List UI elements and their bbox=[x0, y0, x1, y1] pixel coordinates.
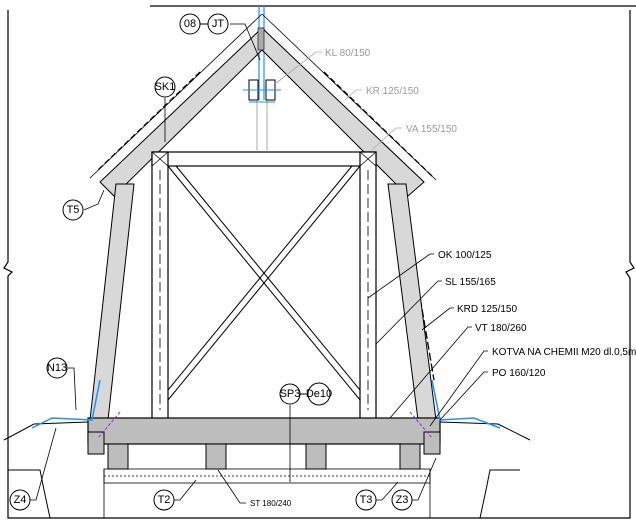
leader-lines bbox=[30, 23, 488, 504]
ridge-purlins bbox=[243, 79, 281, 103]
label-va: VA 155/150 bbox=[406, 124, 457, 135]
base-beam bbox=[87, 417, 441, 445]
label-kr: KR 125/150 bbox=[366, 86, 419, 97]
posts bbox=[151, 151, 377, 421]
flashing bbox=[31, 379, 501, 429]
roof-tiles bbox=[97, 71, 435, 381]
cornice bbox=[3, 421, 531, 519]
post-crosses bbox=[151, 151, 377, 167]
tag-z4: Z4 bbox=[14, 494, 27, 506]
rafters bbox=[89, 13, 437, 197]
mansard-walls bbox=[89, 183, 437, 421]
label-kotva: KOTVA NA CHEMII M20 dl.0,5m bbox=[492, 347, 636, 358]
label-st: ST 180/240 bbox=[250, 499, 292, 508]
collar-beam bbox=[151, 151, 377, 167]
tag-sk1: SK1 bbox=[155, 81, 176, 93]
tag-sp3: SP3 bbox=[280, 388, 301, 400]
tag-z3: Z3 bbox=[396, 494, 409, 506]
label-po: PO 160/120 bbox=[492, 368, 546, 379]
label-krd: KRD 125/150 bbox=[457, 304, 517, 315]
tag-de10: De10 bbox=[306, 388, 332, 400]
tag-n13: N13 bbox=[47, 362, 67, 374]
label-kl: KL 80/150 bbox=[325, 48, 371, 59]
tag-jt: JT bbox=[212, 18, 225, 30]
tag-t3: T3 bbox=[360, 494, 373, 506]
label-sl: SL 155/165 bbox=[445, 277, 496, 288]
joists bbox=[87, 431, 441, 470]
cross-bracing bbox=[167, 165, 361, 401]
drawing-frame bbox=[3, 5, 636, 519]
tag-08: 08 bbox=[184, 18, 196, 30]
anchors bbox=[97, 411, 433, 439]
gray-leader-lines bbox=[274, 51, 402, 151]
section-tags bbox=[9, 13, 413, 511]
tag-t5: T5 bbox=[67, 204, 80, 216]
label-ok: OK 100/125 bbox=[438, 250, 492, 261]
label-vt: VT 180/260 bbox=[475, 323, 527, 334]
ceiling-layer bbox=[103, 468, 431, 518]
tag-t2: T2 bbox=[158, 494, 171, 506]
